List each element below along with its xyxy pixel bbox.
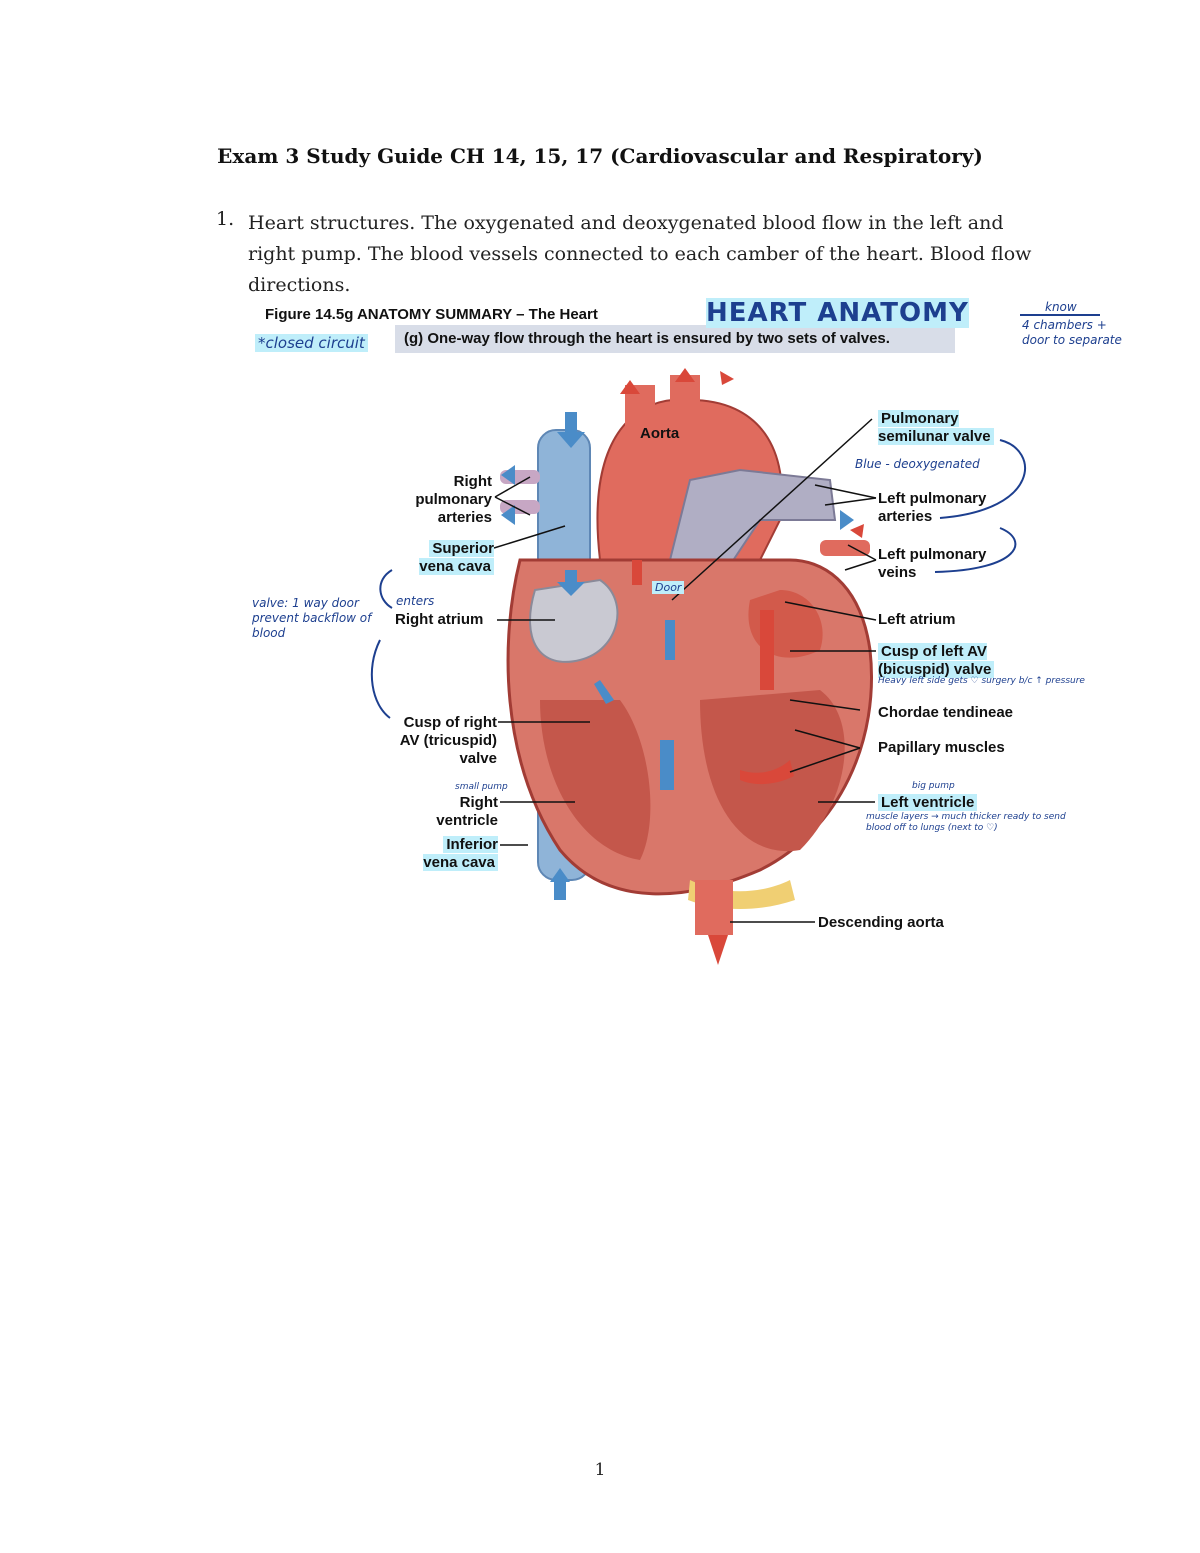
label-chordae-tendineae: Chordae tendineae	[878, 704, 1014, 721]
handwritten-heading: HEART ANATOMY	[706, 298, 969, 328]
note-big-pump: big pump	[912, 781, 955, 791]
question-number: 1.	[216, 208, 235, 230]
note-know: know	[1045, 300, 1077, 314]
label-right-ventricle: Right ventricle	[436, 794, 498, 829]
label-cusp-right-av: Cusp of right AV (tricuspid) valve	[399, 714, 497, 767]
descending-aorta-shape	[695, 880, 733, 935]
figure-subtitle: (g) One-way flow through the heart is en…	[395, 325, 955, 353]
note-bicuspid: Heavy left side gets ♡ surgery b/c ↑ pre…	[878, 676, 1085, 686]
label-left-ventricle: Left ventricle	[878, 794, 978, 812]
right-atrium-shape	[529, 578, 619, 663]
label-left-pulmonary-arteries: Left pulmonary arteries	[878, 490, 987, 525]
note-small-pump: small pump	[455, 782, 508, 792]
page-title: Exam 3 Study Guide CH 14, 15, 17 (Cardio…	[217, 144, 983, 168]
label-right-atrium: Right atrium	[395, 611, 484, 628]
label-left-atrium: Left atrium	[878, 611, 956, 628]
label-right-pulmonary-arteries: Right pulmonary arteries	[415, 473, 492, 526]
note-left-ventricle: muscle layers → much thicker ready to se…	[866, 812, 1066, 833]
label-papillary-muscles: Papillary muscles	[878, 739, 1005, 756]
label-cusp-left-av: Cusp of left AV (bicuspid) valve	[878, 643, 1018, 679]
label-descending-aorta: Descending aorta	[818, 914, 944, 931]
label-left-pulmonary-veins: Left pulmonary veins	[878, 546, 987, 581]
note-valve: valve: 1 way door prevent backflow of bl…	[252, 596, 372, 640]
figure-title: Figure 14.5g ANATOMY SUMMARY – The Heart	[265, 306, 598, 323]
label-aorta: Aorta	[640, 425, 680, 442]
page-number: 1	[594, 1460, 606, 1480]
note-closed-circuit: *closed circuit	[255, 334, 368, 352]
label-pulmonary-semilunar-valve: Pulmonary semilunar valve	[878, 410, 1018, 446]
note-blue-deoxygenated: Blue - deoxygenated	[855, 457, 980, 471]
note-door: Door	[652, 581, 685, 594]
note-four-chambers: 4 chambers + door to separate	[1022, 318, 1122, 347]
question-text: Heart structures. The oxygenated and deo…	[248, 212, 1032, 296]
note-enters: enters	[396, 594, 435, 608]
label-superior-vena-cava: Superior vena cava	[419, 540, 494, 575]
right-ventricle-shape	[540, 700, 651, 860]
label-inferior-vena-cava: Inferior vena cava	[423, 836, 498, 871]
